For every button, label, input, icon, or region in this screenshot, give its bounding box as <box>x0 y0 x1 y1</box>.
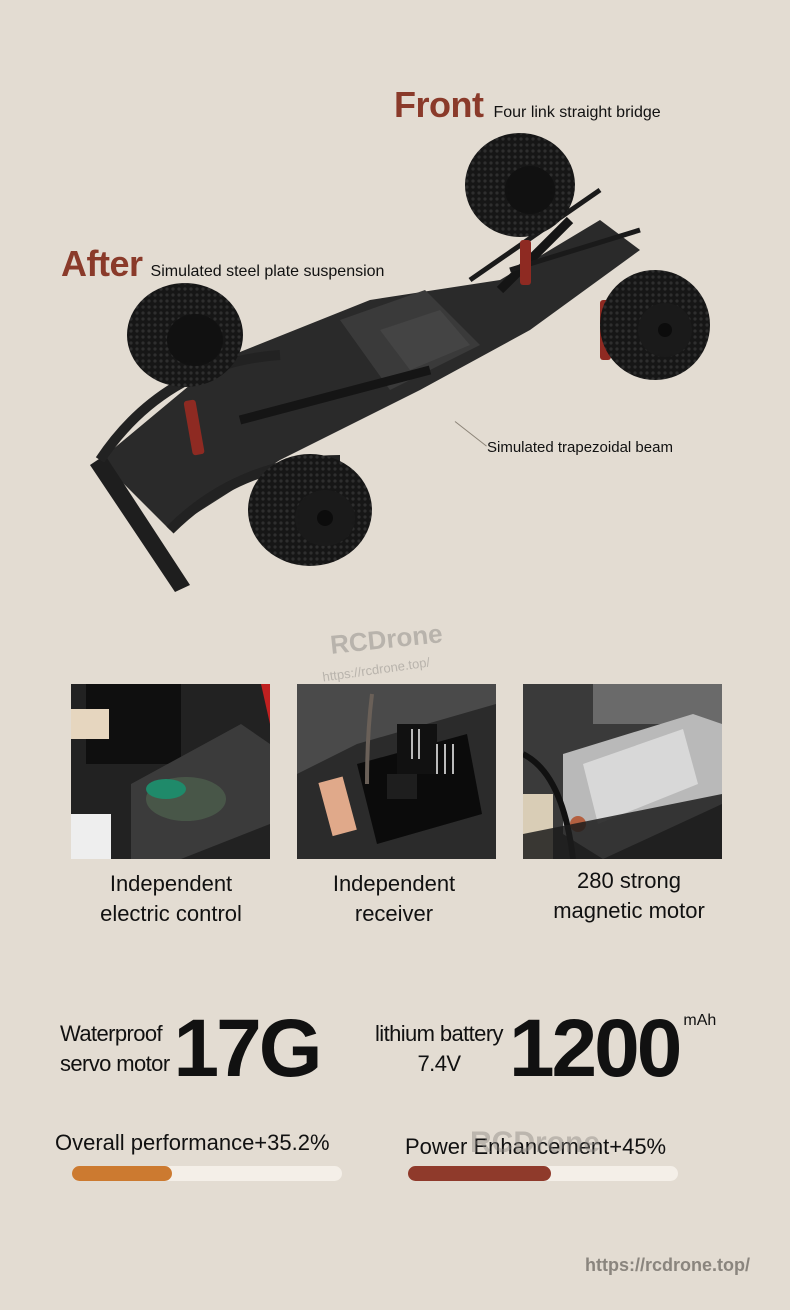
overall-performance-bar <box>72 1166 342 1181</box>
front-description: Four link straight bridge <box>493 104 661 121</box>
battery-spec-label: lithium battery 7.4V <box>375 1019 504 1079</box>
caption-line: receiver <box>354 901 434 926</box>
feature-caption-motor: 280 strong magnetic motor <box>519 866 739 926</box>
after-title: After <box>61 243 143 284</box>
rc-chassis-image <box>90 133 710 592</box>
power-enhancement-fill <box>408 1166 552 1181</box>
front-right-wheel <box>600 270 710 380</box>
receiver-photo <box>297 684 496 859</box>
caption-line: electric control <box>100 901 242 926</box>
power-enhancement-bar <box>408 1166 678 1181</box>
servo-spec-label: Waterproof servo motor <box>60 1019 170 1079</box>
overall-performance-label: Overall performance+35.2% <box>55 1130 330 1155</box>
after-callout: After Simulated steel plate suspension <box>61 243 384 285</box>
power-enhancement-label: Power Enhancement+45% <box>405 1134 667 1159</box>
front-title: Front <box>394 84 484 125</box>
servo-label-line1: Waterproof <box>60 1021 163 1046</box>
feature-caption-electric-control: Independent electric control <box>61 869 281 929</box>
caption-line: Independent <box>332 871 456 896</box>
caption-line: Independent <box>109 871 233 896</box>
battery-spec: lithium battery 7.4V 1200 mAh <box>375 1008 716 1090</box>
rear-right-wheel <box>248 454 372 566</box>
after-description: Simulated steel plate suspension <box>150 263 385 280</box>
battery-spec-unit: mAh <box>683 1012 717 1029</box>
footer-url[interactable]: https://rcdrone.top/ <box>585 1255 750 1275</box>
servo-spec-value: 17G <box>173 1003 323 1094</box>
motor-photo <box>523 684 722 859</box>
watermark-brand-bottom: RCDrone <box>470 1126 601 1159</box>
feature-caption-receiver: Independent receiver <box>284 869 504 929</box>
battery-label-line1: lithium battery <box>375 1021 504 1046</box>
servo-spec: Waterproof servo motor 17G <box>60 1003 323 1094</box>
battery-label-line2: 7.4V <box>417 1051 461 1076</box>
front-left-wheel <box>465 133 575 237</box>
caption-line: 280 strong <box>577 868 681 893</box>
battery-spec-value: 1200 <box>508 1003 682 1094</box>
electric-control-photo <box>71 684 270 859</box>
front-callout: Front Four link straight bridge <box>394 84 661 126</box>
rear-left-wheel <box>127 283 243 387</box>
servo-label-line2: servo motor <box>60 1051 170 1076</box>
beam-description: Simulated trapezoidal beam <box>487 439 673 456</box>
overall-performance-fill <box>72 1166 172 1181</box>
caption-line: magnetic motor <box>553 898 705 923</box>
